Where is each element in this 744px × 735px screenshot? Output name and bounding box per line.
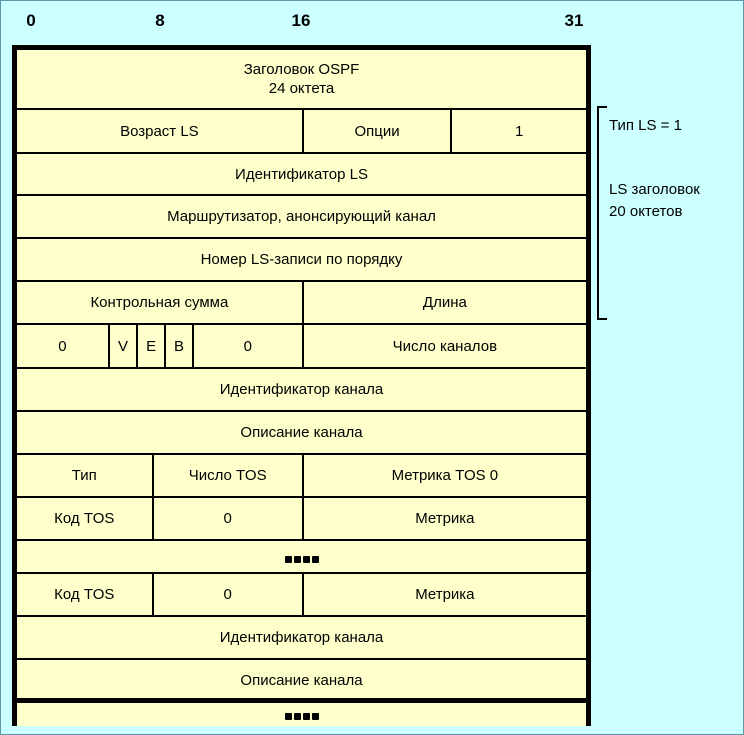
packet-field-label: Описание канала [240, 672, 363, 690]
packet-field-e-bit-cell: E [138, 325, 167, 369]
packet-field-label: E [146, 337, 157, 355]
packet-row-link-id-1: Идентификатор канала [17, 369, 586, 412]
packet-row-link-id-2: Идентификатор канала [17, 617, 586, 660]
packet-row-link-data-1: Описание канала [17, 412, 586, 455]
packet-field-label: Возраст LS [120, 122, 199, 140]
packet-row-ls-id: Идентификатор LS [17, 154, 586, 196]
packet-field-tos-metric-cell: Метрика [304, 574, 586, 617]
packet-field-link-count-cell: Число каналов [304, 325, 586, 369]
packet-field-link-id-cell: Идентификатор канала [17, 617, 586, 660]
packet-field-label: 0 [223, 510, 232, 528]
packet-field-tos-count-cell: Число TOS [154, 455, 304, 498]
packet-row-ellipsis-2 [17, 703, 586, 726]
packet-field-ls-type-cell: 1 [452, 110, 586, 154]
packet-field-tos-code-cell: Код TOS [17, 574, 154, 617]
packet-field-link-data-cell: Описание канала [17, 412, 586, 455]
packet-row-link-data-2: Описание канала [17, 660, 586, 703]
packet-field-b-bit-cell: B [166, 325, 194, 369]
packet-field-label: Метрика [415, 586, 475, 604]
bit-tick-0: 0 [26, 11, 36, 30]
annotation-ls-type: Тип LS = 1 [609, 115, 682, 137]
packet-field-label: Тип [71, 467, 97, 485]
packet-field-label: 0 [58, 337, 67, 355]
packet-row-tos-entry-1: Код TOS 0 Метрика [17, 498, 586, 541]
packet-field-label: 0 [243, 337, 252, 355]
packet-row-tos-entry-2: Код TOS 0 Метрика [17, 574, 586, 617]
packet-field-label: Длина [422, 294, 467, 312]
packet-row-type-tos-metric: Тип Число TOS Метрика TOS 0 [17, 455, 586, 498]
packet-field-ellipsis-cell [17, 703, 586, 726]
packet-field-ls-sequence-number-cell: Номер LS-записи по порядку [17, 239, 586, 282]
packet-field-label: Идентификатор канала [219, 381, 384, 399]
ellipsis-dots-icon [284, 551, 320, 565]
annotation-line: Тип LS = 1 [609, 117, 682, 134]
packet-field-length-cell: Длина [304, 282, 586, 325]
packet-field-label: Метрика [415, 510, 475, 528]
packet-field-ls-id-cell: Идентификатор LS [17, 154, 586, 196]
packet-field-label: Код TOS [54, 510, 115, 528]
packet-field-tos-zero-cell: 0 [154, 574, 304, 617]
packet-field-label: Число каналов [392, 337, 498, 355]
packet-field-link-data-cell: Описание канала [17, 660, 586, 703]
packet-field-label: 24 октета [268, 80, 335, 97]
packet-field-label: Опции [354, 122, 400, 140]
packet-row-ls-sequence-number: Номер LS-записи по порядку [17, 239, 586, 282]
ellipsis-dots-icon [284, 708, 320, 722]
bit-tick-8: 8 [155, 11, 165, 30]
packet-row-ellipsis-1 [17, 541, 586, 574]
bit-position-ruler: 0 8 16 31 [1, 11, 743, 39]
packet-field-label: B [173, 337, 184, 355]
packet-field-label: Описание канала [240, 424, 363, 442]
annotation-line: 20 октетов [609, 202, 683, 220]
packet-field-label: Метрика TOS 0 [391, 467, 499, 485]
packet-field-label: 0 [223, 586, 232, 604]
packet-field-ellipsis-cell [17, 541, 586, 574]
packet-field-label: Число TOS [188, 467, 267, 485]
packet-field-advertising-router-cell: Маршрутизатор, анонсирующий канал [17, 196, 586, 239]
packet-field-checksum-cell: Контрольная сумма [17, 282, 304, 325]
annotation-ls-header: LS заголовок 20 октетов [609, 179, 700, 223]
packet-field-options-cell: Опции [304, 110, 453, 154]
packet-field-ls-age-cell: Возраст LS [17, 110, 304, 154]
packet-row-checksum-length: Контрольная сумма Длина [17, 282, 586, 325]
packet-field-v-bit-cell: V [110, 325, 139, 369]
packet-field-label: Номер LS-записи по порядку [200, 251, 403, 269]
packet-row-ls-age-options-type: Возраст LS Опции 1 [17, 110, 586, 154]
packet-field-tos-zero-cell: 0 [154, 498, 304, 541]
packet-field-link-id-cell: Идентификатор канала [17, 369, 586, 412]
annotation-line: LS заголовок [609, 181, 700, 198]
bit-tick-31: 31 [564, 11, 584, 30]
packet-field-reserved-high-cell: 0 [17, 325, 110, 369]
packet-field-label: Контрольная сумма [90, 294, 229, 312]
packet-row-advertising-router: Маршрутизатор, анонсирующий канал [17, 196, 586, 239]
packet-field-label: Идентификатор канала [219, 629, 384, 647]
packet-field-label: Маршрутизатор, анонсирующий канал [167, 208, 436, 226]
packet-field-label: V [117, 337, 128, 355]
packet-field-label: 1 [514, 122, 524, 140]
packet-field-tos-metric-cell: Метрика [304, 498, 586, 541]
packet-field-label: Заголовок OSPF [243, 61, 360, 79]
packet-field-tos-code-cell: Код TOS [17, 498, 154, 541]
packet-field-reserved-low-cell: 0 [194, 325, 304, 369]
ls-header-bracket [597, 106, 607, 320]
packet-field-label: Код TOS [54, 586, 115, 604]
packet-field-type-cell: Тип [17, 455, 154, 498]
packet-field-metric-tos0-cell: Метрика TOS 0 [304, 455, 586, 498]
packet-field-label: Идентификатор LS [235, 165, 368, 183]
bit-tick-16: 16 [291, 11, 311, 30]
